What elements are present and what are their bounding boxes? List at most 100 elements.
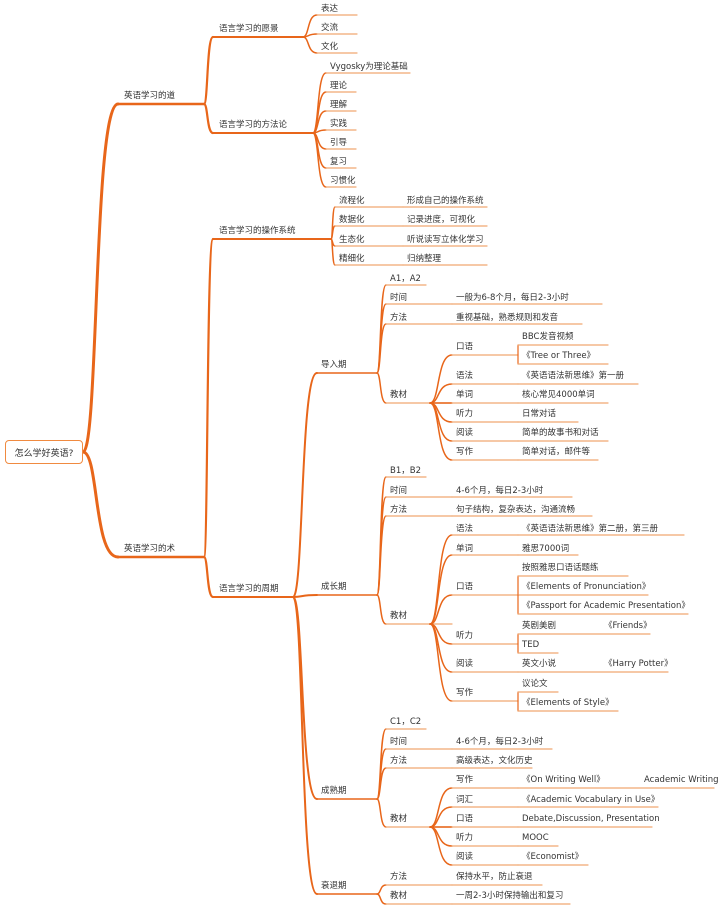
decline-mat-val[interactable]: 一周2-3小时保持输出和复习 (456, 891, 564, 901)
growth-write-val-2[interactable]: 《Elements of Style》 (522, 698, 614, 708)
connector-85 (376, 515, 387, 596)
intro-oral-val-1[interactable]: BBC发音视频 (522, 332, 574, 342)
mature-time-val[interactable]: 4-6个月，每日2-3小时 (456, 737, 544, 747)
growth-write-key[interactable]: 写作 (456, 688, 474, 698)
os-key-4[interactable]: 精细化 (339, 254, 365, 264)
intro-oral-val-2[interactable]: 《Tree or Three》 (522, 351, 596, 361)
mature-level[interactable]: C1，C2 (390, 717, 422, 727)
connector-0 (81, 102, 120, 454)
mature-write-key[interactable]: 写作 (456, 775, 474, 785)
decline-method-key[interactable]: 方法 (390, 872, 408, 882)
branch-dao[interactable]: 英语学习的道 (124, 91, 176, 101)
os-key-2[interactable]: 数据化 (339, 215, 365, 225)
intro-read-key[interactable]: 阅读 (456, 428, 474, 438)
mature-vocab-key[interactable]: 词汇 (456, 795, 474, 805)
growth-method-val[interactable]: 句子结构，复杂表达，沟通流畅 (456, 505, 576, 515)
phase-intro[interactable]: 导入期 (321, 360, 347, 370)
mature-read-key[interactable]: 阅读 (456, 852, 474, 862)
mature-materials[interactable]: 教材 (390, 814, 408, 824)
os-key-1[interactable]: 流程化 (339, 196, 365, 206)
leaf-vision-2[interactable]: 交流 (321, 23, 339, 33)
intro-grammar-val[interactable]: 《英语语法新思维》第一册 (522, 371, 625, 381)
intro-vocab-key[interactable]: 单词 (456, 390, 474, 400)
mature-listen-val[interactable]: MOOC (522, 833, 549, 843)
connector-26 (312, 132, 327, 188)
growth-listen-val-1b[interactable]: 《Friends》 (604, 621, 652, 631)
leaf-method-4[interactable]: 实践 (330, 119, 348, 129)
os-val-2[interactable]: 记录进度，可视化 (407, 215, 476, 225)
node-methodology[interactable]: 语言学习的方法论 (219, 120, 288, 130)
intro-vocab-val[interactable]: 核心常见4000单词 (522, 390, 595, 400)
growth-oral-val-1[interactable]: 按照雅思口语话题练 (522, 563, 599, 573)
connector-97 (429, 594, 453, 625)
mature-read-val[interactable]: 《Economist》 (522, 852, 584, 862)
leaf-method-3[interactable]: 理解 (330, 100, 348, 110)
growth-time-key[interactable]: 时间 (390, 486, 408, 496)
leaf-vision-1[interactable]: 表达 (321, 4, 339, 14)
mature-time-key[interactable]: 时间 (390, 737, 408, 747)
intro-level[interactable]: A1，A2 (390, 274, 421, 284)
decline-method-val[interactable]: 保持水平，防止衰退 (456, 872, 533, 882)
growth-write-val-1[interactable]: 议论文 (522, 679, 548, 689)
mature-method-key[interactable]: 方法 (390, 756, 408, 766)
leaf-method-1[interactable]: Vygosky为理论基础 (330, 62, 408, 72)
node-vision[interactable]: 语言学习的愿景 (219, 24, 279, 34)
growth-vocab-key[interactable]: 单词 (456, 544, 474, 554)
growth-oral-val-2[interactable]: 《Elements of Pronunciation》 (522, 582, 651, 592)
growth-read-val[interactable]: 英文小说 (522, 659, 557, 669)
growth-method-key[interactable]: 方法 (390, 505, 408, 515)
growth-materials[interactable]: 教材 (390, 611, 408, 621)
growth-listen-val-1[interactable]: 英剧美剧 (522, 621, 557, 631)
phase-mature[interactable]: 成熟期 (321, 786, 347, 796)
decline-mat-key[interactable]: 教材 (390, 891, 408, 901)
node-os[interactable]: 语言学习的操作系统 (219, 226, 296, 236)
os-key-3[interactable]: 生态化 (339, 235, 365, 245)
growth-oral-val-3[interactable]: 《Passport for Academic Presentation》 (522, 601, 690, 611)
os-val-3[interactable]: 听说读写立体化学习 (407, 235, 484, 245)
mature-method-val[interactable]: 高级表达，文化历史 (456, 756, 533, 766)
connector-50 (292, 596, 318, 895)
growth-level[interactable]: B1，B2 (390, 466, 421, 476)
connector-46 (292, 594, 318, 598)
leaf-method-5[interactable]: 引导 (330, 138, 348, 148)
mature-oral-key[interactable]: 口语 (456, 814, 474, 824)
root-node[interactable]: 怎么学好英语? (5, 440, 83, 464)
leaf-method-7[interactable]: 习惯化 (330, 176, 356, 186)
intro-write-key[interactable]: 写作 (456, 447, 474, 457)
os-val-1[interactable]: 形成自己的操作系统 (407, 196, 484, 206)
branch-shu[interactable]: 英语学习的术 (124, 544, 176, 554)
leaf-vision-3[interactable]: 文化 (321, 42, 339, 52)
mature-write-val-b[interactable]: Academic Writing (644, 775, 719, 785)
mature-listen-key[interactable]: 听力 (456, 833, 474, 843)
intro-grammar-key[interactable]: 语法 (456, 371, 474, 381)
growth-grammar-key[interactable]: 语法 (456, 524, 474, 534)
intro-read-val[interactable]: 简单的故事书和对话 (522, 428, 599, 438)
growth-vocab-val[interactable]: 雅思7000词 (522, 544, 570, 554)
growth-read-val-b[interactable]: 《Harry Potter》 (604, 659, 673, 669)
growth-listen-key[interactable]: 听力 (456, 631, 474, 641)
intro-listen-key[interactable]: 听力 (456, 409, 474, 419)
intro-write-val[interactable]: 简单对话，邮件等 (522, 447, 591, 457)
leaf-method-6[interactable]: 复习 (330, 157, 348, 167)
growth-read-key[interactable]: 阅读 (456, 659, 474, 669)
mature-vocab-val[interactable]: 《Academic Vocabulary in Use》 (522, 795, 660, 805)
growth-listen-val-2[interactable]: TED (522, 640, 540, 650)
connector-125 (376, 798, 387, 828)
node-cycle[interactable]: 语言学习的周期 (219, 584, 279, 594)
growth-oral-key[interactable]: 口语 (456, 582, 474, 592)
intro-listen-val[interactable]: 日常对话 (522, 409, 557, 419)
leaf-method-2[interactable]: 理论 (330, 81, 348, 91)
intro-time-key[interactable]: 时间 (390, 293, 408, 303)
phase-growth[interactable]: 成长期 (321, 582, 347, 592)
growth-grammar-val[interactable]: 《英语语法新思维》第二册，第三册 (522, 524, 659, 534)
intro-method-key[interactable]: 方法 (390, 313, 408, 323)
intro-materials[interactable]: 教材 (390, 390, 408, 400)
mature-write-val[interactable]: 《On Writing Well》 (522, 775, 605, 785)
growth-time-val[interactable]: 4-6个月，每日2-3小时 (456, 486, 544, 496)
intro-oral-key[interactable]: 口语 (456, 342, 474, 352)
phase-decline[interactable]: 衰退期 (321, 881, 347, 891)
os-val-4[interactable]: 归纳整理 (407, 254, 442, 264)
intro-method-val[interactable]: 重视基础，熟悉规则和发音 (456, 313, 559, 323)
mature-oral-val[interactable]: Debate,Discussion, Presentation (522, 814, 660, 824)
intro-time-val[interactable]: 一般为6-8个月，每日2-3小时 (456, 293, 569, 303)
